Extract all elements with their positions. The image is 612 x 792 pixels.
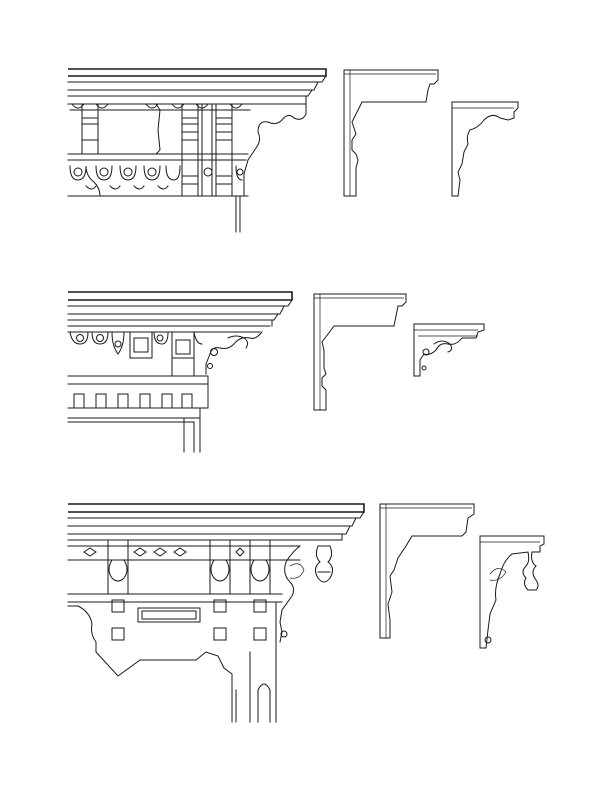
row-3-section-bracket bbox=[479, 535, 545, 649]
row-3-section-large bbox=[379, 503, 475, 639]
row-2-section-large bbox=[313, 293, 407, 411]
row-2-elevation bbox=[67, 291, 293, 453]
row-3-elevation bbox=[67, 503, 365, 723]
row-1-elevation bbox=[67, 68, 327, 233]
row-2-section-bracket bbox=[413, 323, 485, 377]
turned-drops bbox=[107, 539, 334, 595]
row-1-section-large bbox=[343, 69, 439, 197]
row-1-section-bracket bbox=[451, 101, 519, 197]
